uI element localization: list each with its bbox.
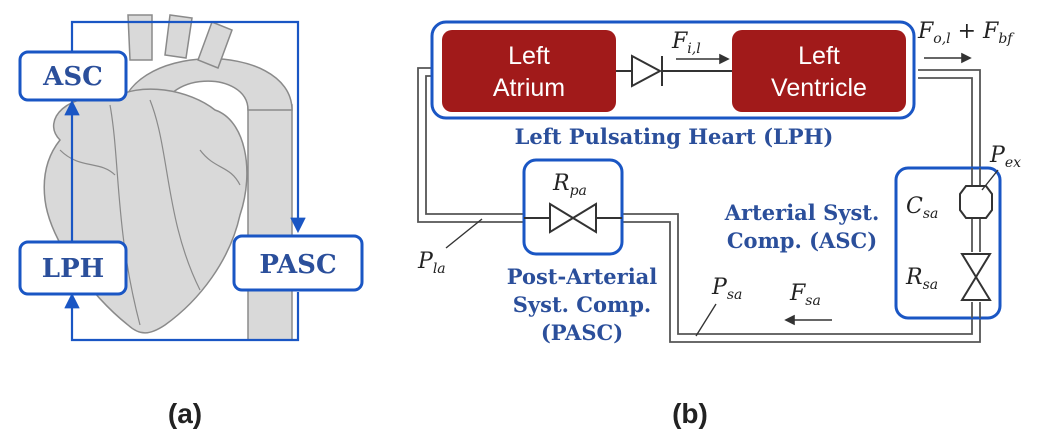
left-ventricle-block: Left Ventricle <box>732 30 906 112</box>
csa-label: Csa <box>906 194 938 222</box>
psa-label: Psa <box>711 275 742 303</box>
left-atrium-block: Left Atrium <box>442 30 616 112</box>
panel-b-caption: (b) <box>672 398 708 429</box>
flow-fout-label: Fo,l + Fbf <box>917 19 1015 47</box>
pex-leader-line <box>981 169 999 191</box>
pasc-to-lph-arrow <box>64 292 300 342</box>
lph-group-label: Left Pulsating Heart (LPH) <box>515 124 834 149</box>
left-ventricle-label-line1: Left <box>798 42 840 70</box>
compliance-chamber-icon <box>959 185 993 219</box>
pla-leader-line <box>445 218 483 249</box>
flow-fil-arrow-icon <box>676 53 730 65</box>
fsa-label: Fsa <box>789 281 821 309</box>
panel-a: ASC LPH PASC (a) <box>18 14 364 429</box>
rsa-label: Rsa <box>905 265 938 293</box>
rpa-label: Rpa <box>552 171 587 199</box>
panel-a-connections <box>64 20 306 342</box>
panel-a-caption: (a) <box>168 398 202 429</box>
asc-group-label-line1: Arterial Syst. <box>724 200 880 225</box>
pla-label: Pla <box>417 249 446 277</box>
lph-box-label: LPH <box>42 254 104 284</box>
lph-box: LPH <box>18 240 128 296</box>
pasc-resistor-valve-icon <box>524 202 622 234</box>
asc-box-label: ASC <box>42 62 103 92</box>
pasc-group-box <box>522 158 624 256</box>
pex-label: Pex <box>989 143 1021 171</box>
psa-leader-line <box>695 303 717 337</box>
pasc-group-label-line2: Syst. Comp. <box>513 292 651 317</box>
asc-to-pasc-arrow <box>70 20 306 234</box>
pasc-group-label-line1: Post-Arterial <box>507 264 658 289</box>
left-atrium-label-line2: Atrium <box>493 74 565 102</box>
left-atrium-label-line1: Left <box>508 42 550 70</box>
mitral-valve-diode-icon <box>616 54 732 88</box>
asc-box: ASC <box>18 50 128 102</box>
left-ventricle-label-line2: Ventricle <box>771 74 867 102</box>
panel-b: Left Atrium Left Ventricle Fi,l Fo,l + F… <box>417 19 1021 429</box>
pasc-box: PASC <box>232 234 364 292</box>
pasc-group-label-line3: (PASC) <box>541 320 623 345</box>
asc-group-label-line2: Comp. (ASC) <box>727 228 877 253</box>
fsa-arrow-icon <box>784 314 832 326</box>
asc-resistor-valve-icon <box>960 253 992 301</box>
asc-pipe-segment <box>971 168 981 318</box>
lph-group-box <box>430 20 916 120</box>
pasc-box-label: PASC <box>259 250 336 280</box>
pipe-loop <box>417 67 981 343</box>
flow-fout-arrow-icon <box>924 52 972 64</box>
flow-fil-label: Fi,l <box>671 29 701 57</box>
